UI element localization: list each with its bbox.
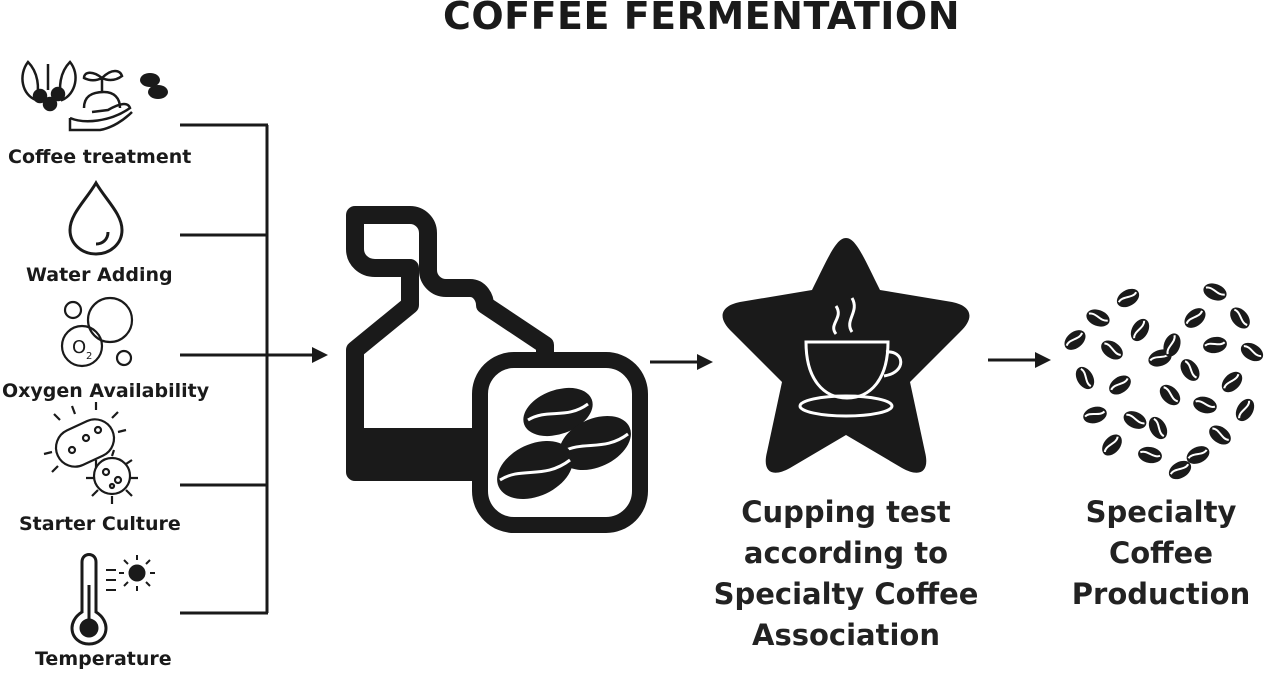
coffee-cup-icon — [798, 297, 903, 418]
factor-label-oxygen-availability: Oxygen Availability — [2, 380, 210, 402]
cupping-test-label: Cupping test according to Specialty Coff… — [700, 492, 992, 656]
arrow-to-production — [988, 352, 1051, 368]
thermometer-icon — [70, 553, 155, 646]
specialty-production-label: Specialty Coffee Production — [1030, 492, 1280, 615]
cupping-line-2: according to — [743, 536, 949, 570]
factor-label-starter-culture: Starter Culture — [19, 513, 181, 535]
factor-label-temperature: Temperature — [35, 648, 172, 670]
cupping-star-icon — [722, 238, 970, 473]
microbes-icon — [43, 402, 138, 504]
coffee-plant-icon — [21, 60, 168, 132]
arrow-to-cupping — [650, 354, 713, 370]
factor-label-coffee-treatment: Coffee treatment — [8, 146, 192, 168]
coffee-beans-box-icon — [472, 352, 648, 533]
water-drop-icon — [68, 180, 124, 256]
factor-label-water-adding: Water Adding — [26, 264, 173, 286]
svg-text:O: O — [72, 337, 86, 358]
production-line-1: Specialty Coffee — [1085, 495, 1237, 570]
cupping-line-1: Cupping test — [741, 495, 951, 529]
production-line-2: Production — [1071, 577, 1251, 611]
cupping-line-3: Specialty Coffee — [713, 577, 979, 611]
cupping-line-4: Association — [752, 618, 940, 652]
coffee-beans-heart-icon — [1059, 279, 1268, 484]
diagram-title: COFFEE FERMENTATION — [442, 0, 961, 38]
oxygen-bubbles-icon: O 2 — [60, 296, 134, 368]
svg-text:2: 2 — [86, 351, 92, 362]
factor-bracket — [180, 123, 269, 615]
arrow-to-fermenter — [268, 347, 328, 363]
